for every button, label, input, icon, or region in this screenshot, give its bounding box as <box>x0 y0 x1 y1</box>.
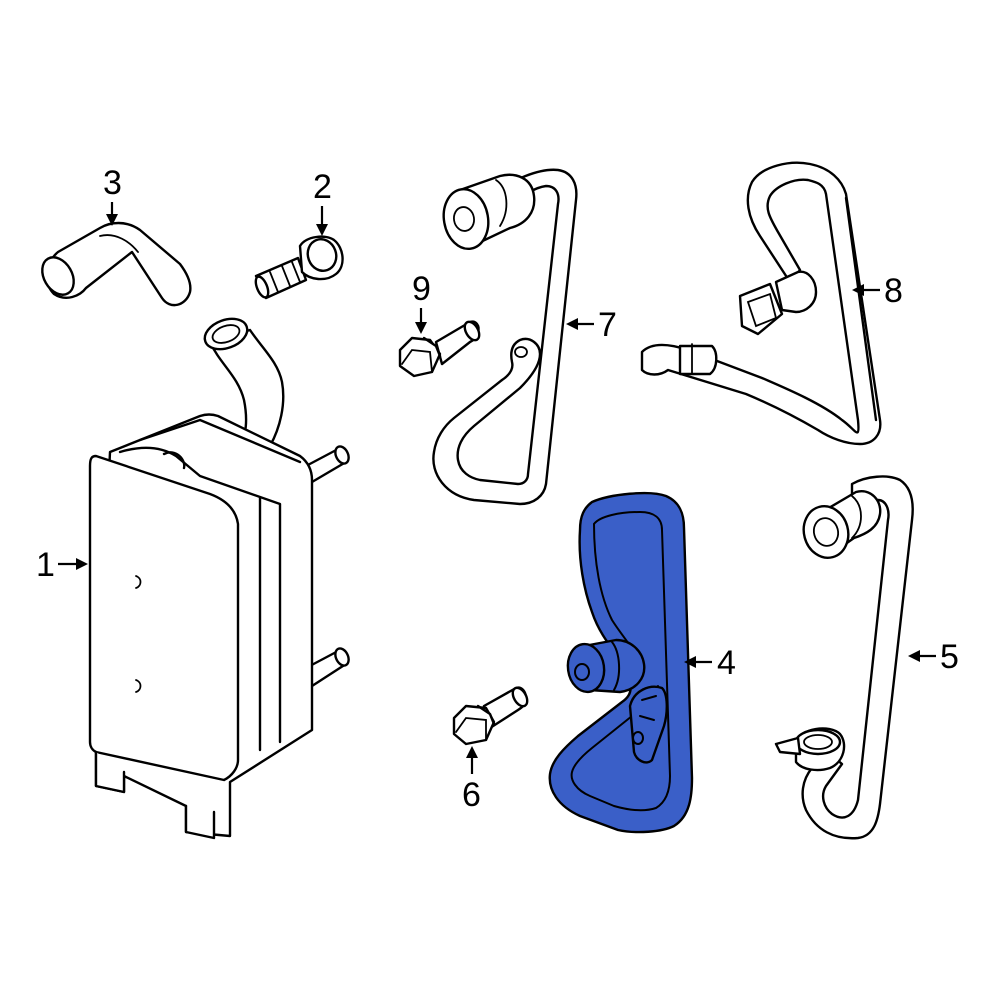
callout-1: 1 <box>36 546 88 584</box>
part-7-cooler-line[interactable] <box>432 168 578 506</box>
svg-text:2: 2 <box>313 168 332 206</box>
callout-3: 3 <box>103 164 122 226</box>
part-6-bolt[interactable] <box>452 685 530 746</box>
callout-5: 5 <box>908 638 959 676</box>
svg-text:1: 1 <box>36 546 55 584</box>
callout-7: 7 <box>566 306 617 344</box>
part-4-cooler-line-highlighted[interactable] <box>548 491 694 834</box>
svg-text:7: 7 <box>598 306 617 344</box>
svg-text:5: 5 <box>940 638 959 676</box>
svg-text:9: 9 <box>412 270 431 308</box>
callout-9: 9 <box>412 270 431 334</box>
callout-2: 2 <box>313 168 332 236</box>
part-1-oil-cooler[interactable] <box>88 313 351 840</box>
part-8-cooler-line[interactable] <box>640 161 882 446</box>
svg-text:3: 3 <box>103 164 122 202</box>
callout-6: 6 <box>462 746 481 814</box>
callout-8: 8 <box>852 272 903 310</box>
part-2-fitting[interactable] <box>253 235 344 300</box>
callout-4: 4 <box>684 644 736 682</box>
svg-text:6: 6 <box>462 776 481 814</box>
svg-text:4: 4 <box>717 644 736 682</box>
part-9-bolt[interactable] <box>398 319 482 378</box>
part-3-elbow-hose[interactable] <box>36 221 192 307</box>
svg-text:8: 8 <box>884 272 903 310</box>
part-5-cooler-line[interactable] <box>774 475 914 840</box>
